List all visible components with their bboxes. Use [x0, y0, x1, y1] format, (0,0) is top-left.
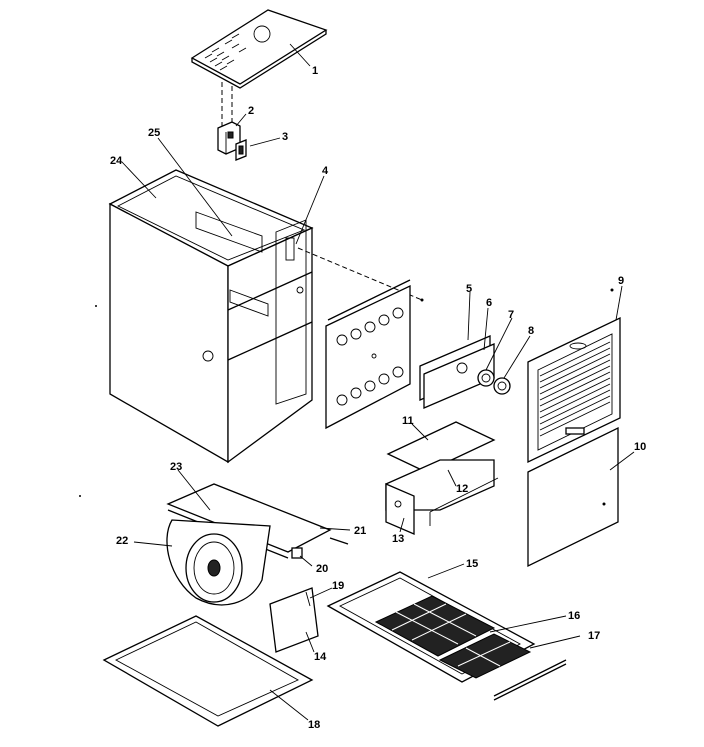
label-7: 7 — [508, 309, 514, 321]
label-17: 17 — [588, 630, 600, 642]
label-12: 12 — [456, 483, 468, 495]
label-23: 23 — [170, 461, 182, 473]
part-control-box — [385, 421, 499, 535]
part-bottom-pan — [102, 615, 314, 727]
label-20: 20 — [316, 563, 328, 575]
label-18: 18 — [308, 719, 320, 731]
label-9: 9 — [618, 275, 624, 287]
part-filter-rack — [326, 571, 567, 701]
label-25: 25 — [148, 127, 160, 139]
part-blower — [166, 519, 303, 606]
part-front-panel — [325, 279, 411, 430]
label-8: 8 — [528, 325, 534, 337]
part-louver-door — [527, 316, 621, 464]
part-cabinet — [108, 169, 314, 464]
label-4: 4 — [322, 165, 329, 177]
label-3: 3 — [282, 131, 288, 143]
label-1: 1 — [312, 65, 318, 77]
label-22: 22 — [116, 535, 128, 547]
label-13: 13 — [392, 533, 404, 545]
part-bracket — [235, 139, 247, 161]
label-16: 16 — [568, 610, 580, 622]
part-top-panel — [190, 9, 328, 128]
label-24: 24 — [110, 155, 123, 167]
label-10: 10 — [634, 441, 646, 453]
label-15: 15 — [466, 558, 478, 570]
label-5: 5 — [466, 283, 472, 295]
leader-lines — [121, 43, 635, 721]
part-labels: 1 2 3 4 5 6 7 8 9 10 11 12 13 14 15 16 1… — [110, 65, 646, 731]
label-6: 6 — [486, 297, 492, 309]
part-plates — [419, 335, 511, 409]
part-lower-door — [527, 426, 619, 568]
part-filter-plate — [269, 587, 319, 653]
label-2: 2 — [248, 105, 254, 117]
label-11: 11 — [402, 415, 414, 427]
label-14: 14 — [314, 651, 327, 663]
label-19: 19 — [332, 580, 344, 592]
stray-marks — [79, 288, 614, 506]
label-21: 21 — [354, 525, 366, 537]
